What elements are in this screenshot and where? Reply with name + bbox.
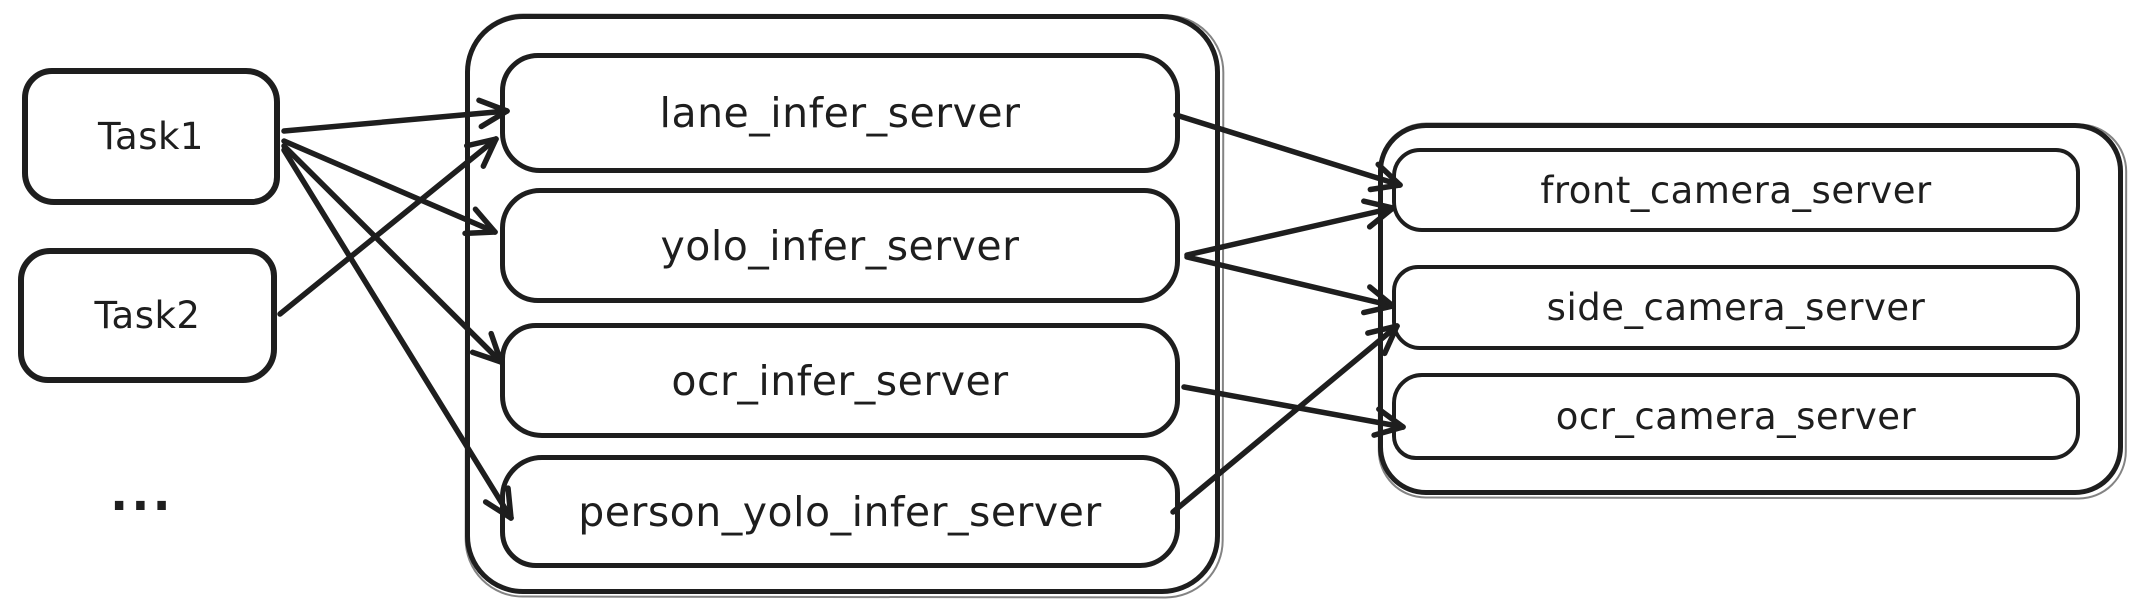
node-lane-infer-server-label: lane_infer_server [659, 89, 1021, 137]
node-task2[interactable]: Task2 [18, 248, 277, 383]
node-task2-label: Task2 [94, 294, 201, 337]
node-yolo-infer-server[interactable]: yolo_infer_server [500, 188, 1180, 303]
arrow-task1-to-yolo_infer_server [281, 138, 498, 237]
node-ocr-camera-server[interactable]: ocr_camera_server [1392, 373, 2080, 460]
node-person-yolo-infer-server-label: person_yolo_infer_server [578, 487, 1102, 536]
arrow-task2-to-lane_infer_server [277, 136, 499, 317]
node-ocr-infer-server-label: ocr_infer_server [671, 356, 1009, 405]
node-lane-infer-server[interactable]: lane_infer_server [500, 53, 1180, 173]
node-side-camera-server[interactable]: side_camera_server [1392, 265, 2080, 350]
node-front-camera-server-label: front_camera_server [1540, 168, 1932, 212]
node-task1-label: Task1 [98, 115, 204, 158]
node-front-camera-server[interactable]: front_camera_server [1392, 148, 2080, 232]
node-task1[interactable]: Task1 [22, 68, 280, 205]
node-side-camera-server-label: side_camera_server [1546, 286, 1926, 329]
node-ocr-camera-server-label: ocr_camera_server [1555, 395, 1917, 438]
node-ocr-infer-server[interactable]: ocr_infer_server [500, 323, 1180, 438]
node-yolo-infer-server-label: yolo_infer_server [660, 221, 1020, 270]
node-person-yolo-infer-server[interactable]: person_yolo_infer_server [500, 455, 1180, 568]
more-tasks-ellipsis: ... [110, 466, 174, 522]
